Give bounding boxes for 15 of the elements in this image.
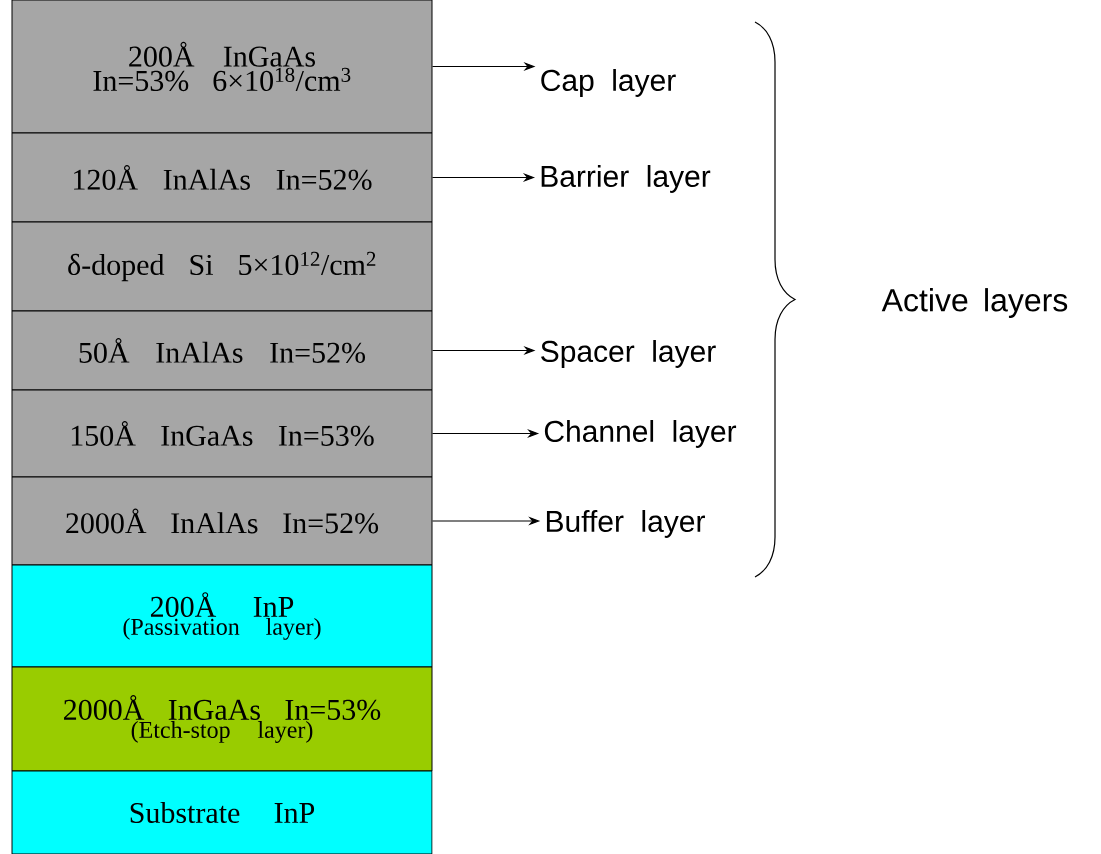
layer-box: Substrate InP xyxy=(11,770,433,854)
layer-label: Buffer layer xyxy=(546,510,705,538)
layer-label: Spacer layer xyxy=(541,340,716,368)
layer-label: Channel layer xyxy=(544,420,737,448)
group-label: Active layers xyxy=(881,288,1068,318)
layer-box: 150Å InGaAs In=53% xyxy=(11,389,433,478)
layer-label: Cap layer xyxy=(541,69,676,97)
layer-box: 200Å InP (Passivation layer) xyxy=(11,564,433,668)
layer-box: 50Å InAlAs In=52% xyxy=(11,310,433,391)
layer-box: 120Å InAlAs In=52% xyxy=(11,132,433,223)
layer-label: Barrier layer xyxy=(541,165,711,193)
layer-box: 2000Å InGaAs In=53% (Etch-stop layer) xyxy=(11,666,433,772)
layer-box: 2000Å InAlAs In=52% xyxy=(11,476,433,566)
layer-box: δ-doped Si 5×10$^{12}$/cm$^{2}$ xyxy=(11,221,433,312)
layer-box: 200Å InGaAs In=53% 6×10$^{18}$/cm$^{3}$ xyxy=(11,0,433,134)
